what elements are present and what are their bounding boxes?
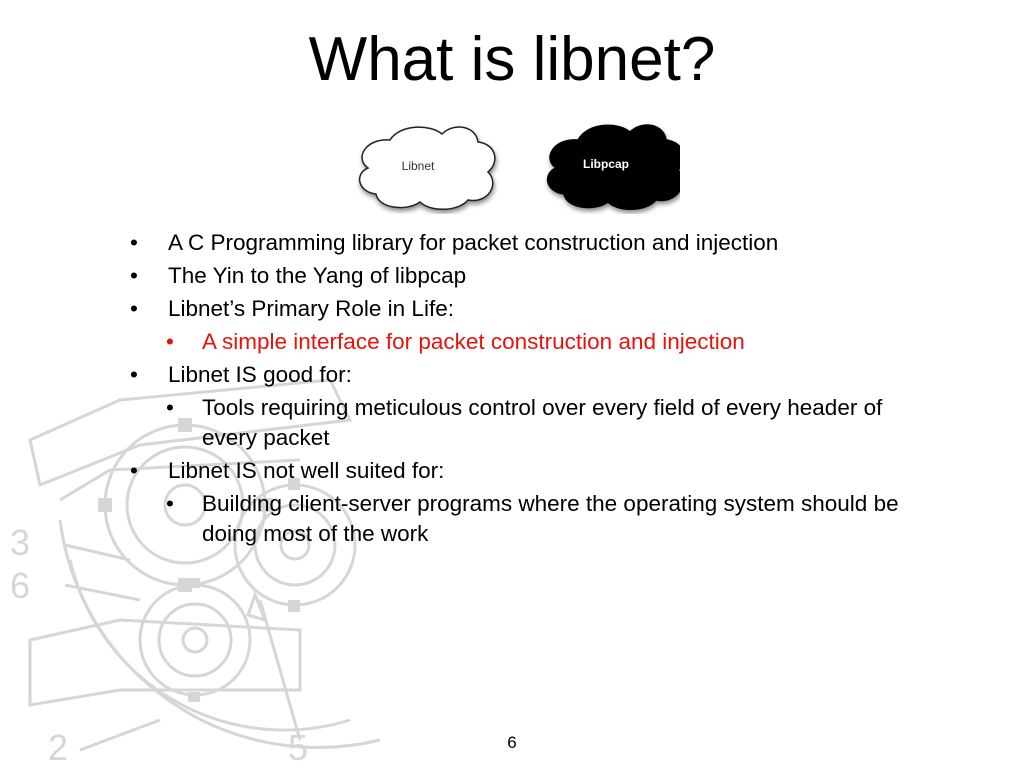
libpcap-label: Libpcap [583, 157, 629, 171]
bullet-item: Libnet IS good for: [128, 360, 908, 390]
sub-bullet-item: Tools requiring meticulous control over … [164, 393, 908, 453]
bullet-item: Libnet’s Primary Role in Life: [128, 294, 908, 324]
slide-title: What is libnet? [308, 25, 716, 94]
sub-bullet-item: Building client-server programs where th… [164, 489, 908, 549]
sub-bullet-item: A simple interface for packet constructi… [164, 327, 908, 357]
bg-mark-6: 6 [10, 565, 30, 606]
libnet-cloud [358, 126, 496, 210]
libnet-label: Libnet [402, 159, 435, 173]
libpcap-cloud [546, 124, 680, 210]
bullet-item: A C Programming library for packet const… [128, 228, 908, 258]
clouds-diagram: Libnet Libpcap [358, 124, 680, 210]
page-number: 6 [507, 733, 517, 752]
bullet-list: A C Programming library for packet const… [128, 228, 908, 552]
bg-mark-5: 5 [288, 727, 308, 768]
bullet-item: Libnet IS not well suited for: [128, 456, 908, 486]
bg-mark-2: 2 [48, 727, 68, 768]
bullet-item: The Yin to the Yang of libpcap [128, 261, 908, 291]
bg-mark-3: 3 [10, 522, 30, 563]
